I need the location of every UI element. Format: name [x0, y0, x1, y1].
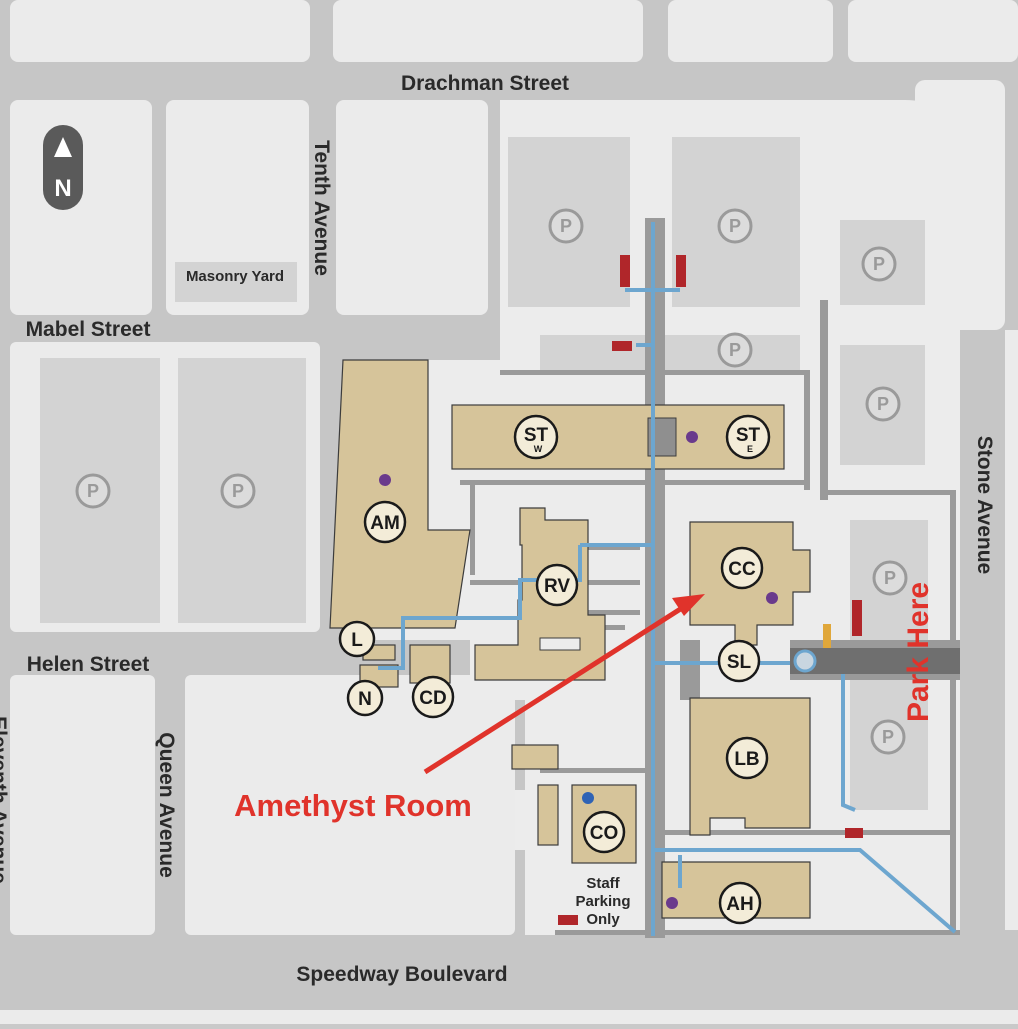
svg-text:P: P: [877, 394, 889, 414]
svg-text:W: W: [534, 444, 543, 454]
svg-text:CD: CD: [419, 688, 446, 709]
parking-icons: P P P P P P P P P: [75, 208, 908, 755]
badge-am: AM: [363, 500, 407, 544]
badge-n: N: [346, 679, 384, 717]
svg-text:P: P: [882, 727, 894, 747]
parking-icon: P: [220, 473, 256, 509]
svg-text:Parking: Parking: [575, 893, 630, 910]
svg-text:P: P: [232, 481, 244, 501]
north-arrow-icon: N: [43, 125, 83, 210]
street-stone: Stone Avenue: [973, 436, 996, 574]
svg-text:L: L: [351, 630, 363, 651]
svg-text:RV: RV: [544, 576, 570, 597]
svg-text:ST: ST: [736, 425, 761, 446]
campus-ground-east: [915, 80, 1005, 330]
roundabout: [793, 649, 817, 673]
street-labels: Drachman Street Mabel Street Helen Stree…: [0, 72, 996, 986]
parking-icon: P: [865, 386, 901, 422]
svg-text:AM: AM: [370, 513, 400, 534]
badge-rv: RV: [535, 563, 579, 607]
entry-markers: [558, 255, 863, 925]
street-speedway: Speedway Boulevard: [296, 963, 507, 986]
parking-lots: [40, 137, 928, 810]
street-queen: Queen Avenue: [155, 732, 178, 877]
parking-icon: P: [717, 332, 753, 368]
svg-text:SL: SL: [727, 652, 752, 673]
svg-text:CO: CO: [590, 823, 619, 844]
markers: [379, 431, 778, 909]
parking-icon: P: [717, 208, 753, 244]
svg-text:P: P: [873, 254, 885, 274]
badge-cd: CD: [411, 675, 455, 719]
parking-icon: P: [870, 719, 906, 755]
svg-text:Staff: Staff: [586, 875, 620, 892]
svg-text:P: P: [729, 216, 741, 236]
svg-text:LB: LB: [734, 749, 759, 770]
svg-text:N: N: [358, 689, 372, 710]
svg-text:P: P: [87, 481, 99, 501]
badge-ste: STE: [725, 414, 771, 460]
svg-text:N: N: [54, 175, 71, 202]
masonry-yard-label: Masonry Yard: [186, 268, 284, 285]
street-tenth: Tenth Avenue: [310, 140, 333, 276]
parking-icon: P: [75, 473, 111, 509]
svg-text:E: E: [747, 444, 753, 454]
badge-lb: LB: [725, 736, 769, 780]
badge-cc: CC: [720, 546, 764, 590]
badge-ah: AH: [718, 881, 762, 925]
parking-icon: P: [872, 560, 908, 596]
yellow-marker: [823, 624, 831, 654]
svg-text:Only: Only: [586, 911, 620, 928]
building-badges: STW STE AM RV CC SL LB L N CD CO AH: [338, 414, 771, 925]
badge-stw: STW: [513, 414, 559, 460]
parking-icon: P: [548, 208, 584, 244]
svg-text:CC: CC: [728, 559, 756, 580]
staff-parking-label: Staff Parking Only: [575, 875, 630, 928]
svg-text:AH: AH: [726, 894, 753, 915]
street-eleventh: Eleventh Avenue: [0, 716, 10, 884]
amethyst-arrow: [423, 594, 705, 775]
park-here-road: [790, 648, 960, 674]
badge-l: L: [338, 620, 376, 658]
parking-icon: P: [861, 246, 897, 282]
street-helen: Helen Street: [27, 653, 150, 676]
svg-text:P: P: [560, 216, 572, 236]
svg-text:ST: ST: [524, 425, 549, 446]
badge-sl: SL: [717, 639, 761, 683]
badge-co: CO: [582, 810, 626, 854]
street-mabel: Mabel Street: [26, 318, 151, 341]
svg-text:P: P: [884, 568, 896, 588]
street-drachman: Drachman Street: [401, 72, 569, 95]
amethyst-room-label: Amethyst Room: [234, 788, 472, 823]
building-am: [329, 359, 471, 629]
svg-text:P: P: [729, 340, 741, 360]
park-here-label: Park Here: [902, 582, 935, 722]
